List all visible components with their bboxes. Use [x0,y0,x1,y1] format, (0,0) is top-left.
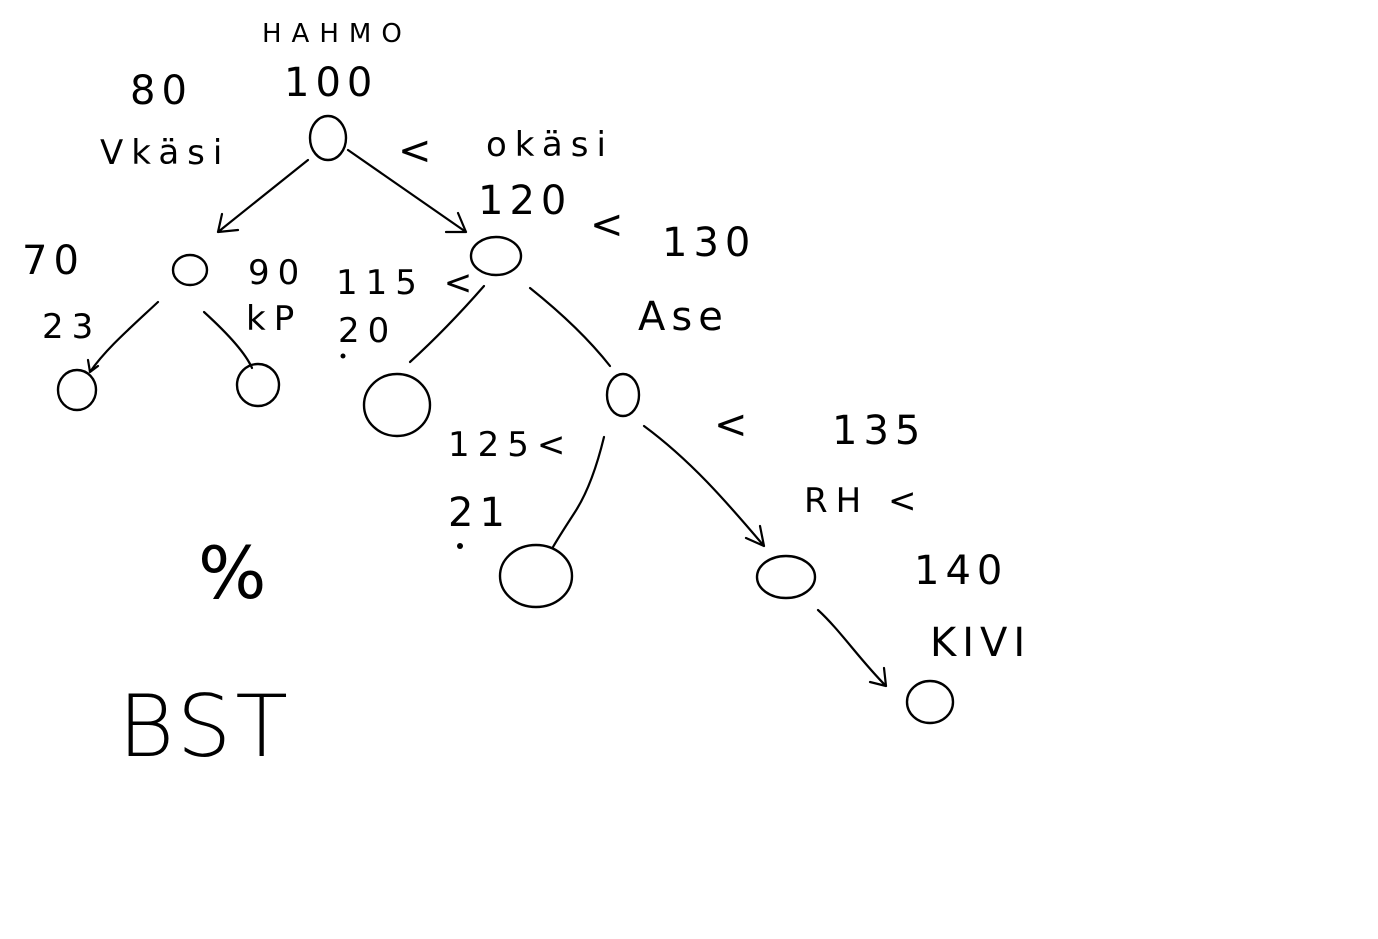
dot-mark-21 [457,543,463,549]
label-root-key: 100 [284,60,378,106]
root-node [308,114,348,162]
edge-135-140 [816,608,888,688]
node-135 [755,554,817,600]
label-key-135: 135 [832,408,926,454]
edge-root-right [346,148,468,234]
label-lt-3: < [714,402,754,448]
label-left-key: 80 [130,68,193,114]
right-right-node [605,372,641,418]
left-node [171,253,209,287]
right-node [469,235,523,277]
edge-right-leftchild [408,284,486,364]
left-right-node [235,362,281,408]
edge-rr-rightchild [642,424,766,548]
node-125-left [498,543,574,609]
right-left-node [362,372,432,438]
edge-left-rightchild [202,310,254,370]
label-lt-2: < [590,202,630,248]
edge-root-left [216,158,310,234]
label-key-115: 115 < [336,263,480,303]
label-right-key: 120 [478,178,572,224]
label-root-name: HAHMO [262,19,412,49]
diagram-title: BST [118,677,292,777]
label-val-20: 20 [338,311,397,351]
label-val-kp: kP [246,299,302,339]
label-key-70: 70 [22,238,85,284]
node-140 [905,679,955,725]
left-left-node [56,368,98,412]
percent-sign: % [198,531,266,615]
edge-right-rightchild [528,286,612,368]
label-key-140: 140 [914,548,1008,594]
label-left-name: Vkäsi [100,133,230,173]
label-name-rh: RH < [804,481,925,521]
edge-left-leftchild [86,300,160,374]
label-val-23: 23 [42,307,101,347]
label-right-name: okäsi [486,125,614,165]
edge-rr-leftchild [551,435,606,549]
label-name-kivi: KIVI [930,620,1031,666]
label-key-90: 90 [248,253,307,293]
label-key-125: 125< [448,425,573,465]
label-name-ase: Ase [638,294,729,340]
label-key-130: 130 [662,220,756,266]
dot-mark-20 [340,353,346,359]
label-lt-1: < [398,128,438,174]
label-val-21: 21 [448,490,511,536]
